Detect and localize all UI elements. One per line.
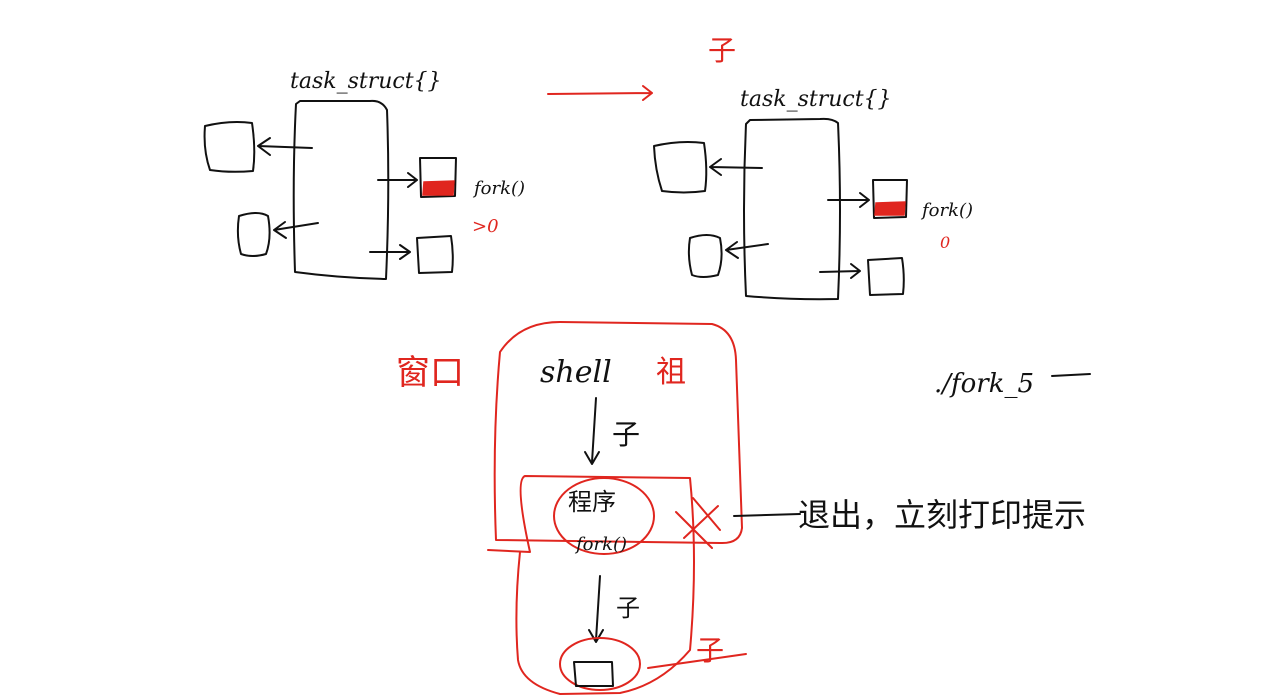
window-frame (493, 321, 743, 545)
left-arrow-to-fork-box (377, 172, 418, 188)
child-circle (559, 637, 641, 691)
left-fork-label: fork() (472, 178, 525, 199)
child-box (573, 661, 614, 687)
right-fork-box-fill (874, 201, 906, 216)
right-arrow-to-resource-3 (819, 263, 861, 279)
child-label-2: 子 (616, 594, 640, 622)
shell-process-diagram: 窗口 shell 祖 子 程序 fork() 退出，立刻打印提示 子 子 ./f… (396, 321, 1091, 695)
child-label-1: 子 (612, 418, 640, 451)
right-struct-label: task_struct{} (740, 87, 892, 112)
right-fork-label: fork() (920, 200, 973, 221)
right-resource-box-3 (867, 257, 905, 296)
right-resource-box-1 (653, 141, 708, 194)
program-circle (553, 477, 655, 555)
window-label: 窗口 (396, 353, 464, 393)
bottom-child-label: 子 (696, 634, 724, 667)
exit-note-pointer (733, 513, 801, 517)
left-fork-box-fill (422, 180, 455, 196)
command-underline (1051, 373, 1091, 377)
right-child-label: 子 (708, 34, 736, 67)
bottom-child-stroke (647, 653, 747, 669)
right-arrow-to-resource-1 (709, 158, 763, 176)
exit-note: 退出，立刻打印提示 (798, 496, 1086, 534)
right-fork-box (872, 179, 908, 219)
fork-transition-arrow (547, 85, 653, 101)
right-arrow-to-fork-box (827, 192, 870, 208)
left-fork-box (419, 157, 457, 198)
program-label: 程序 (568, 488, 616, 516)
left-resource-box-1 (203, 121, 256, 173)
shell-to-program-arrow (584, 397, 600, 465)
exit-cross-mark (675, 497, 721, 549)
left-process-diagram: task_struct{} fork() >0 (203, 69, 525, 280)
program-to-child-arrow (588, 575, 604, 643)
left-struct-label: task_struct{} (290, 69, 442, 94)
right-return-value: 0 (940, 233, 950, 252)
right-arrow-to-resource-2 (725, 241, 769, 259)
grandparent-label: 祖 (656, 355, 686, 390)
left-resource-box-2 (236, 212, 271, 257)
left-arrow-to-resource-1 (257, 137, 313, 156)
left-arrow-to-resource-2 (273, 221, 319, 239)
left-arrow-to-resource-3 (369, 244, 411, 260)
right-task-struct-box (743, 117, 841, 301)
left-return-value: >0 (472, 216, 499, 237)
shell-label: shell (540, 355, 612, 390)
right-resource-box-2 (687, 234, 723, 278)
left-resource-box-3 (416, 235, 454, 274)
left-task-struct-box (292, 99, 390, 280)
command-label: ./fork_5 (934, 369, 1034, 399)
right-process-diagram: 子 task_struct{} fork() 0 (653, 34, 973, 301)
program-fork-label: fork() (574, 534, 627, 555)
